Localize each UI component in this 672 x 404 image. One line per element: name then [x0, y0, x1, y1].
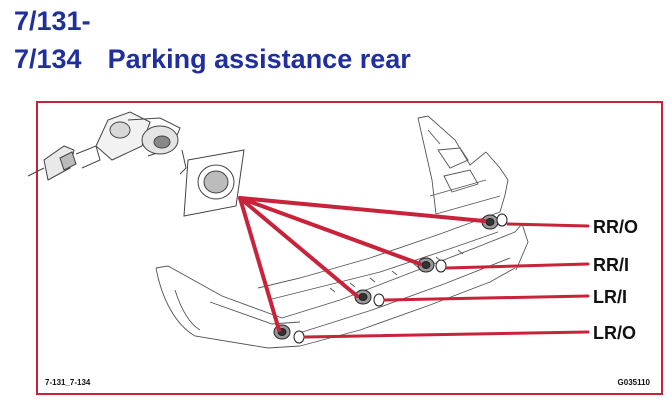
callout-line-rr-o — [506, 222, 590, 228]
sensor-closeup-illustration — [27, 111, 245, 217]
callout-line-rr-i — [445, 262, 590, 270]
leader-lines — [238, 196, 486, 332]
callout-line-lr-i — [383, 294, 590, 302]
sensor-label-rr-i: RR/I — [593, 255, 629, 275]
leader-line-to-rr-o — [238, 196, 486, 223]
bumper-sensors — [273, 213, 508, 344]
sensor-label-lr-i: LR/I — [593, 287, 627, 307]
leader-line-to-lr-i — [238, 196, 359, 298]
callout-line-lr-o — [303, 330, 590, 339]
figure-frame — [36, 101, 663, 395]
figure-code-right: G035110 — [618, 378, 651, 387]
section-number-range-end: 7/134 — [14, 44, 82, 74]
page-title-line: 7/134 Parking assistance rear — [14, 46, 411, 73]
sensor-rr-i-mount — [417, 257, 447, 273]
page-title: Parking assistance rear — [107, 44, 411, 74]
sensor-label-rr-o: RR/O — [593, 217, 638, 237]
sensor-label-lr-o: LR/O — [593, 323, 636, 343]
car-body-outline — [155, 115, 529, 349]
sensor-rr-o-mount — [481, 213, 508, 230]
section-number-range-start: 7/131- — [14, 6, 91, 36]
figure-code-left: 7-131_7-134 — [45, 378, 91, 387]
leader-line-to-lr-o — [238, 196, 281, 332]
sensor-lr-i-mount — [354, 289, 385, 307]
leader-line-to-rr-i — [238, 196, 422, 266]
callout-lines — [303, 222, 590, 339]
